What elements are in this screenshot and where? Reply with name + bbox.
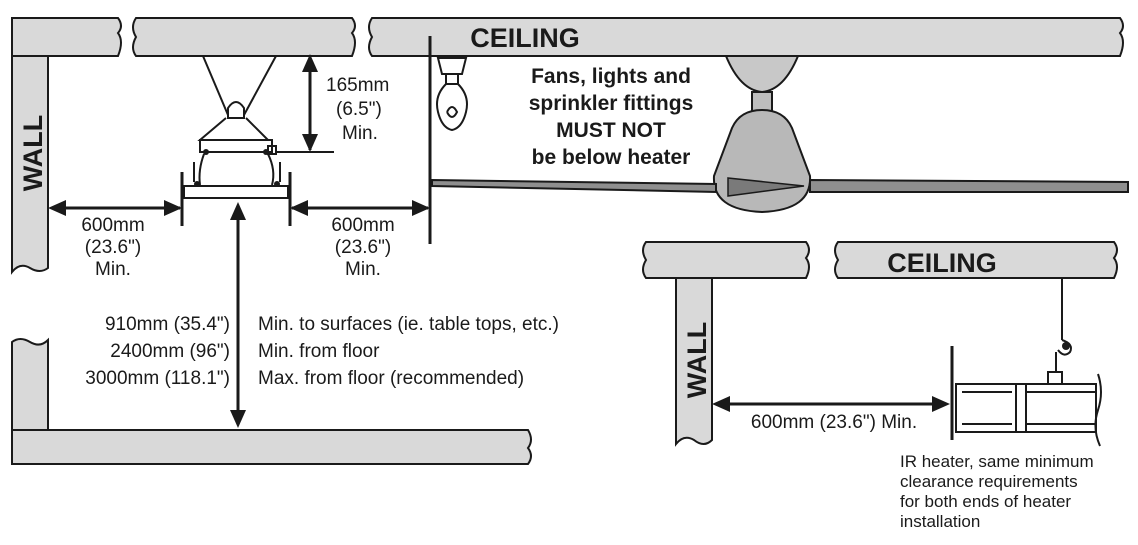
inset-wall-label: WALL: [682, 322, 712, 398]
inset-dim-value: 600mm (23.6") Min.: [751, 412, 917, 433]
ceiling-segment-left: [11, 17, 122, 57]
warning-line-2: sprinkler fittings: [529, 92, 694, 115]
warning-line-3: MUST NOT: [556, 119, 666, 142]
wall-upper: [11, 55, 49, 275]
dim-left-inches: (23.6"): [85, 237, 141, 258]
wall-label: WALL: [18, 115, 48, 191]
inset-wall: [675, 277, 713, 447]
floor-surface: [11, 429, 532, 465]
ceiling-segment-middle: [132, 17, 356, 57]
inset-dimension: 600mm (23.6") Min.: [712, 346, 954, 440]
ir-heater-unit: [955, 278, 1102, 447]
note-line-2: clearance requirements: [900, 472, 1078, 491]
vertical-value-2400: 2400mm (96"): [110, 341, 230, 362]
dim-165-value: 165mm: [326, 75, 389, 96]
vertical-desc-surfaces: Min. to surfaces (ie. table tops, etc.): [258, 314, 559, 335]
dimension-left: 600mm (23.6") Min.: [48, 200, 182, 280]
ceiling-label: CEILING: [470, 23, 580, 53]
dim-165-inches: (6.5"): [336, 99, 382, 120]
dimension-vertical: 910mm (35.4") 2400mm (96") 3000mm (118.1…: [85, 202, 559, 428]
vertical-desc-floor-max: Max. from floor (recommended): [258, 368, 524, 389]
vertical-value-910: 910mm (35.4"): [105, 314, 230, 335]
dim-right-value: 600mm: [331, 215, 394, 236]
note-line-1: IR heater, same minimum: [900, 452, 1094, 471]
note-line-4: installation: [900, 512, 980, 531]
ceiling-segment-right: [368, 17, 1124, 57]
dim-left-value: 600mm: [81, 215, 144, 236]
ceiling-fan-icon: [431, 55, 1129, 214]
dimension-right: 600mm (23.6") Min.: [290, 36, 432, 280]
heater-unit: [180, 55, 292, 226]
vertical-value-3000: 3000mm (118.1"): [85, 368, 230, 389]
dim-right-min: Min.: [345, 259, 381, 280]
inset-ceiling-right: [834, 241, 1118, 279]
dim-165-min: Min.: [342, 123, 378, 144]
note-line-3: for both ends of heater: [900, 492, 1071, 511]
dimension-165: 165mm (6.5") Min.: [276, 54, 389, 153]
vertical-desc-floor-min: Min. from floor: [258, 341, 380, 362]
wall-lower: [11, 337, 49, 431]
inset-ceiling-label: CEILING: [887, 248, 997, 278]
warning-line-4: be below heater: [532, 146, 691, 169]
dim-left-min: Min.: [95, 259, 131, 280]
dim-right-inches: (23.6"): [335, 237, 391, 258]
inset-ceiling-left: [642, 241, 810, 279]
warning-line-1: Fans, lights and: [531, 65, 691, 88]
light-bulb-icon: [436, 57, 468, 132]
